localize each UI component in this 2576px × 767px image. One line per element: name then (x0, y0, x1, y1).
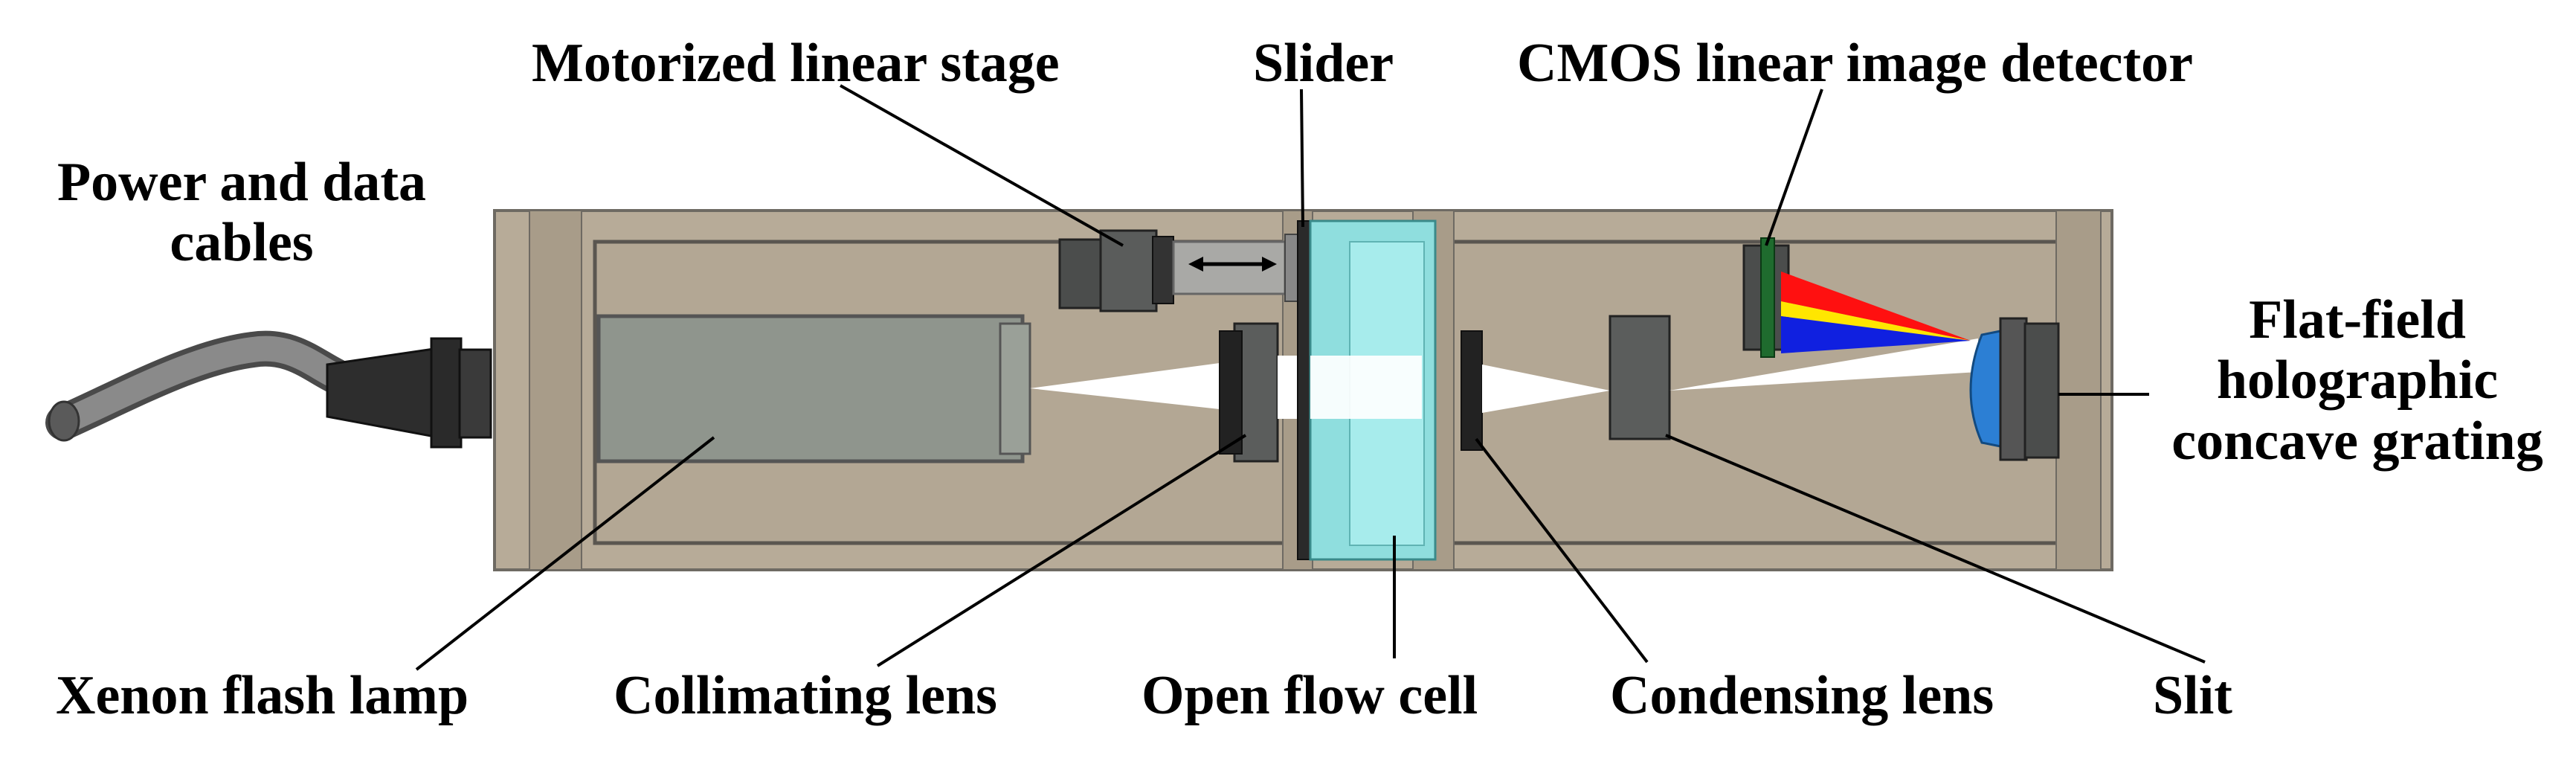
motorized-linear-stage-gear (1152, 236, 1174, 304)
housing-right-wall (2055, 210, 2102, 571)
label-cmos-detector: CMOS linear image detector (1517, 33, 2193, 94)
label-flat-field-line2: holographic (2216, 350, 2499, 411)
cable-connector (326, 347, 440, 439)
stage-arrow-head-right (1262, 257, 1277, 272)
leader-slider (1300, 89, 1304, 228)
motorized-linear-stage-body (1058, 238, 1106, 309)
slit (1609, 315, 1671, 440)
flat-field-grating-surface (1969, 330, 2002, 448)
label-open-flow-cell: Open flow cell (1142, 665, 1478, 726)
spectrum-yellow (1781, 301, 1971, 341)
spectrum-blue (1781, 316, 1971, 353)
label-flat-field-line3: concave grating (2171, 410, 2543, 472)
motorized-linear-stage-motor (1099, 229, 1158, 312)
xenon-flash-lamp (596, 314, 1025, 463)
label-motorized-linear-stage: Motorized linear stage (532, 33, 1060, 94)
label-slit: Slit (2153, 665, 2232, 726)
leader-xenon (415, 436, 715, 671)
leader-cmos (1765, 89, 1823, 246)
housing-left-wall (529, 210, 582, 571)
label-xenon-flash-lamp: Xenon flash lamp (56, 665, 469, 726)
power-data-cable-highlight (51, 336, 347, 435)
collimating-lens (1219, 330, 1243, 455)
leader-condensing (1475, 437, 1649, 664)
leader-motorized-stage (840, 84, 1124, 247)
cmos-detector-chip (1760, 237, 1775, 358)
stage-arrow-head-left (1188, 257, 1203, 272)
label-power-data-cables-line2: cables (170, 212, 314, 274)
cable-connector-base (458, 348, 492, 439)
cable-end (48, 400, 80, 442)
label-slider: Slider (1253, 33, 1394, 94)
slider (1297, 220, 1312, 560)
spectrum-red (1781, 272, 1971, 341)
flat-field-grating-block (2023, 322, 2060, 459)
leader-collimating (876, 434, 1247, 667)
label-power-data-cables-line1: Power and data (57, 152, 427, 213)
cable-connector-ring (430, 337, 463, 449)
label-flat-field-line1: Flat-field (2249, 289, 2466, 350)
leader-lines (415, 84, 2206, 671)
label-collimating-lens: Collimating lens (614, 665, 997, 726)
leader-slit (1665, 434, 2206, 664)
condensing-lens (1461, 330, 1483, 451)
light-beam-converging (1482, 365, 1610, 413)
flow-cell-beam-pass (1310, 356, 1422, 419)
label-condensing-lens: Condensing lens (1610, 665, 1994, 726)
light-beam-divergent (1030, 363, 1220, 409)
label-flat-field-grating: Flat-field holographic concave grating (2145, 289, 2569, 472)
label-power-data-cables: Power and data cables (30, 152, 454, 274)
xenon-lamp-cap (999, 322, 1031, 455)
light-beam-to-grating (1669, 338, 1978, 391)
flat-field-grating-mount (1999, 317, 2028, 461)
